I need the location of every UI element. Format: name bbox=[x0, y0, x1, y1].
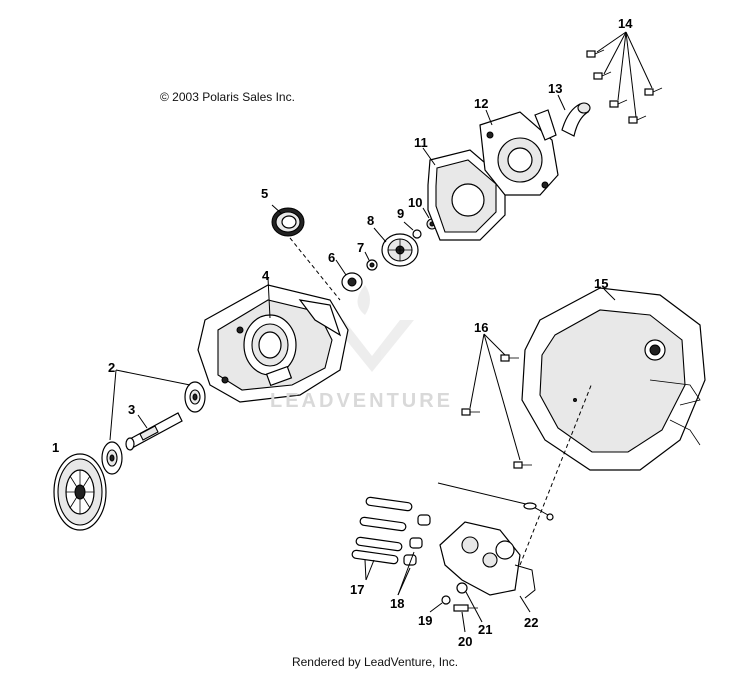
watermark-text: LEADVENTURE bbox=[270, 390, 454, 412]
part-3-shaft bbox=[125, 412, 183, 451]
part-5-seal bbox=[271, 207, 305, 237]
callout-10: 10 bbox=[408, 195, 422, 210]
part-4-housing bbox=[197, 284, 349, 403]
part-8-impeller bbox=[381, 233, 419, 267]
callout-12: 12 bbox=[474, 96, 488, 111]
callout-2: 2 bbox=[108, 360, 115, 375]
callout-16: 16 bbox=[474, 320, 488, 335]
callout-6: 6 bbox=[328, 250, 335, 265]
footer-credit: Rendered by LeadVenture, Inc. bbox=[291, 655, 459, 669]
part-7-washer bbox=[366, 259, 378, 271]
callout-13: 13 bbox=[548, 81, 562, 96]
throttle-cable bbox=[437, 482, 554, 521]
callout-20: 20 bbox=[458, 634, 472, 649]
callout-22: 22 bbox=[524, 615, 538, 630]
part-2-bearing-lower bbox=[101, 441, 123, 475]
callout-18: 18 bbox=[390, 596, 404, 611]
copyright-text: © 2003 Polaris Sales Inc. bbox=[160, 90, 295, 104]
part-22-oil-pump bbox=[439, 521, 536, 599]
callout-7: 7 bbox=[357, 240, 364, 255]
callout-3: 3 bbox=[128, 402, 135, 417]
leader-lines bbox=[109, 31, 653, 633]
callout-15: 15 bbox=[594, 276, 608, 291]
part-18-plugs bbox=[403, 514, 431, 566]
callout-labels: 1 2 3 4 5 6 7 8 9 10 11 12 13 14 15 16 1… bbox=[52, 16, 633, 649]
part-2-bearing-upper bbox=[184, 381, 206, 413]
part-6-bushing bbox=[341, 272, 363, 292]
callout-8: 8 bbox=[367, 213, 374, 228]
callout-1: 1 bbox=[52, 440, 59, 455]
part-19-o-ring bbox=[441, 595, 451, 605]
callout-9: 9 bbox=[397, 206, 404, 221]
watermark-logo bbox=[330, 285, 414, 372]
callout-5: 5 bbox=[261, 186, 268, 201]
part-9-washer bbox=[412, 229, 422, 239]
part-1-gear bbox=[53, 453, 107, 531]
part-16-bolts bbox=[461, 354, 532, 469]
part-11-gasket bbox=[427, 149, 506, 241]
callout-14: 14 bbox=[618, 16, 633, 31]
part-15-large-cover bbox=[521, 287, 706, 471]
part-14-bolts bbox=[586, 49, 663, 124]
part-20-bolt bbox=[453, 604, 478, 612]
callout-19: 19 bbox=[418, 613, 432, 628]
callout-17: 17 bbox=[350, 582, 364, 597]
part-13-elbow bbox=[561, 102, 591, 137]
part-17-pins bbox=[351, 496, 413, 565]
part-21-washer bbox=[456, 582, 468, 594]
callout-11: 11 bbox=[414, 135, 428, 150]
callout-21: 21 bbox=[478, 622, 492, 637]
part-12-cover bbox=[479, 109, 559, 196]
callout-4: 4 bbox=[262, 268, 270, 283]
